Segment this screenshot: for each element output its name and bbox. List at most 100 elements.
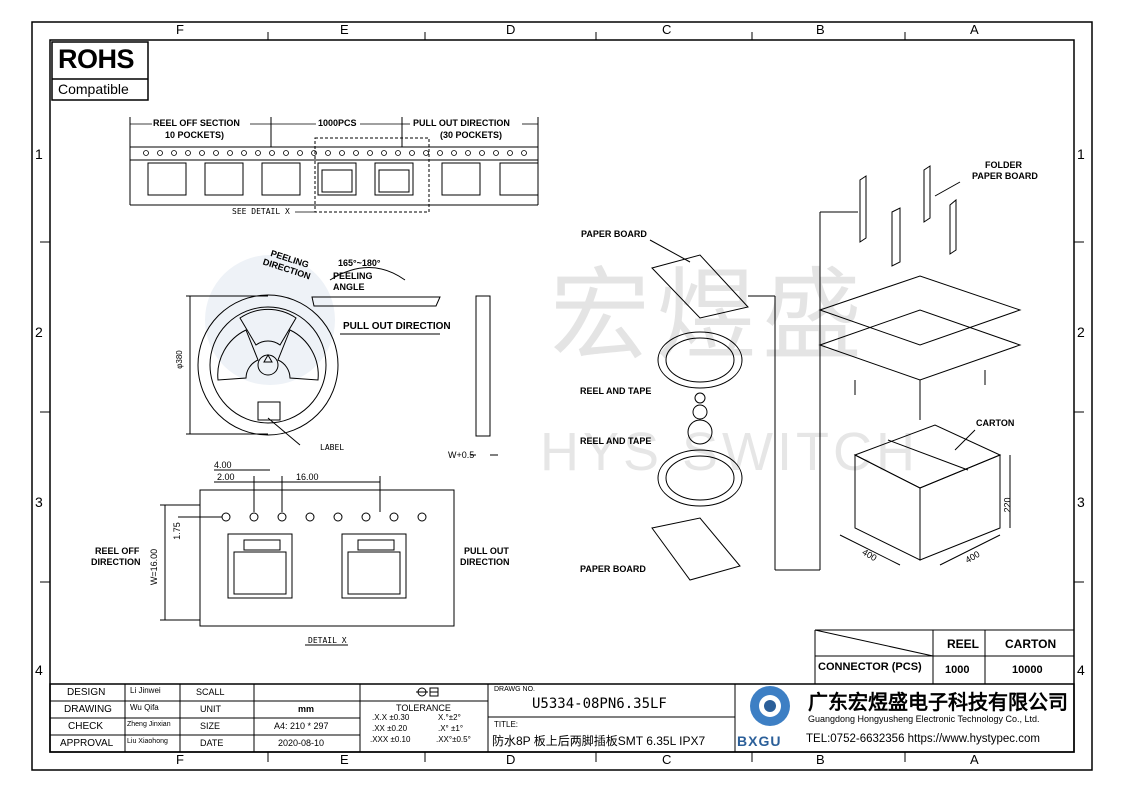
tb-val-size: A4: 210 * 297: [274, 721, 329, 731]
company-name-en: Guangdong Hongyusheng Electronic Technol…: [808, 714, 1040, 724]
tb-label-approval: APPROVAL: [60, 738, 114, 749]
col-label: F: [176, 752, 184, 767]
detail-reel-off-2: DIRECTION: [91, 557, 141, 567]
tolerance-title: TOLERANCE: [396, 703, 451, 713]
col-label: C: [662, 752, 672, 767]
tape-pull-out-pockets: (30 POCKETS): [440, 130, 503, 140]
reel-pull-out-label: PULL OUT DIRECTION: [343, 321, 451, 332]
detail-x-drawing: [160, 469, 455, 646]
packing-drawing: [649, 165, 1022, 581]
reel-drawing: [186, 267, 498, 456]
qty-reel-value: 1000: [945, 664, 970, 676]
carton-dim-220: 220: [1002, 497, 1013, 513]
col-label: F: [176, 22, 184, 37]
tape-reel-off-label: REEL OFF SECTION: [153, 118, 240, 128]
paper-board-bottom-label: PAPER BOARD: [580, 564, 646, 574]
row-label: 1: [35, 146, 43, 162]
detail-reel-off-1: REEL OFF: [95, 546, 140, 556]
tape-holes: [143, 150, 527, 156]
company-logo: [750, 686, 790, 726]
watermark-cn: 宏煜盛: [550, 260, 868, 372]
col-label: E: [340, 752, 349, 767]
reel-diameter: φ380: [174, 350, 184, 369]
reel-tape-label-2: REEL AND TAPE: [580, 436, 652, 446]
tape-pcs-label: 1000PCS: [318, 118, 357, 128]
row-label: 2: [35, 324, 43, 340]
row-label: 4: [35, 662, 43, 678]
tolerance-4: X.°±2°: [438, 713, 461, 722]
see-detail-label: SEE DETAIL X: [232, 207, 290, 216]
company-name-cn: 广东宏煜盛电子科技有限公司: [808, 692, 1068, 714]
qty-header-carton: CARTON: [1005, 637, 1057, 651]
tb-val-unit: mm: [298, 704, 315, 714]
qty-header-reel: REEL: [947, 637, 980, 651]
tolerance-5: .X° ±1°: [438, 724, 464, 733]
dim-w: W=16.00: [149, 548, 160, 586]
tb-name-design: Li Jinwei: [130, 686, 161, 695]
col-label: A: [970, 22, 979, 37]
col-label: D: [506, 22, 516, 37]
rohs-box: [51, 41, 149, 101]
watermark-logo: [205, 255, 335, 385]
tb-label-design: DESIGN: [67, 687, 106, 698]
row-label: 4: [1077, 662, 1085, 678]
tb-key-scall: SCALL: [196, 687, 225, 697]
rohs-subtitle: Compatible: [58, 81, 129, 97]
title-label: TITLE:: [494, 720, 519, 729]
tb-label-drawing: DRAWING: [64, 704, 112, 715]
col-label: C: [662, 22, 672, 37]
tape-pull-out-label: PULL OUT DIRECTION: [413, 118, 510, 128]
tb-key-size: SIZE: [200, 721, 221, 731]
company-contact: TEL:0752-6632356 https://www.hystypec.co…: [806, 733, 1040, 745]
rohs-title: ROHS: [58, 44, 135, 74]
drawing-no-label: DRAWG NO.: [494, 686, 535, 693]
drawing-no-value: U5334-08PN6.35LF: [532, 696, 667, 712]
watermark-en: HYS SWITCH: [540, 422, 919, 482]
dim-175: 1.75: [171, 522, 182, 540]
folder-label-1: FOLDER: [985, 160, 1022, 170]
tb-val-date: 2020-08-10: [278, 738, 325, 748]
detail-x-title: DETAIL X: [308, 636, 347, 645]
tb-key-date: DATE: [200, 738, 224, 748]
col-label: A: [970, 752, 979, 767]
folder-label-2: PAPER BOARD: [972, 171, 1038, 181]
qty-carton-value: 10000: [1012, 664, 1043, 676]
row-label: 3: [1077, 494, 1085, 510]
tape-reel-off-pockets: 10 POCKETS): [165, 130, 225, 140]
carton-label: CARTON: [976, 418, 1015, 428]
tolerance-6: .XX°±0.5°: [436, 735, 471, 744]
tolerance-2: .XX ±0.20: [372, 724, 408, 733]
peeling-angle-1: PEELING: [333, 271, 373, 281]
tape-strip: [129, 117, 539, 213]
tolerance-symbol: [416, 687, 439, 697]
dim-16: 16.00: [296, 472, 319, 482]
reel-tape-label-1: REEL AND TAPE: [580, 386, 652, 396]
tb-name-check: Zheng Jinxian: [127, 721, 171, 728]
col-label: B: [816, 752, 825, 767]
paper-board-top-label: PAPER BOARD: [581, 229, 647, 239]
qty-row-label: CONNECTOR (PCS): [818, 661, 922, 673]
reel-label-callout: LABEL: [320, 443, 345, 452]
tb-key-unit: UNIT: [200, 704, 221, 714]
row-label: 3: [35, 494, 43, 510]
col-label: B: [816, 22, 825, 37]
tb-label-check: CHECK: [68, 721, 104, 732]
tolerance-3: .XXX ±0.10: [370, 735, 411, 744]
detail-pull-out-2: DIRECTION: [460, 557, 510, 567]
row-label: 2: [1077, 324, 1085, 340]
peeling-angle-2: ANGLE: [333, 282, 365, 292]
title-block-grid: [49, 683, 1075, 753]
row-label: 1: [1077, 146, 1085, 162]
tb-name-approval: Liu Xiaohong: [127, 738, 168, 745]
peeling-angle-value: 165°~180°: [338, 258, 381, 268]
detail-pull-out-1: PULL OUT: [464, 546, 509, 556]
outer-frame: [31, 21, 1093, 771]
title-value: 防水8P 板上后两脚插板SMT 6.35L IPX7: [492, 734, 706, 748]
dim-4: 4.00: [214, 460, 232, 470]
reel-width: W+0.5: [448, 450, 475, 460]
dim-2: 2.00: [217, 472, 235, 482]
col-label: D: [506, 752, 516, 767]
tolerance-1: .X.X ±0.30: [372, 713, 410, 722]
company-logo-text: BXGU: [737, 733, 782, 749]
